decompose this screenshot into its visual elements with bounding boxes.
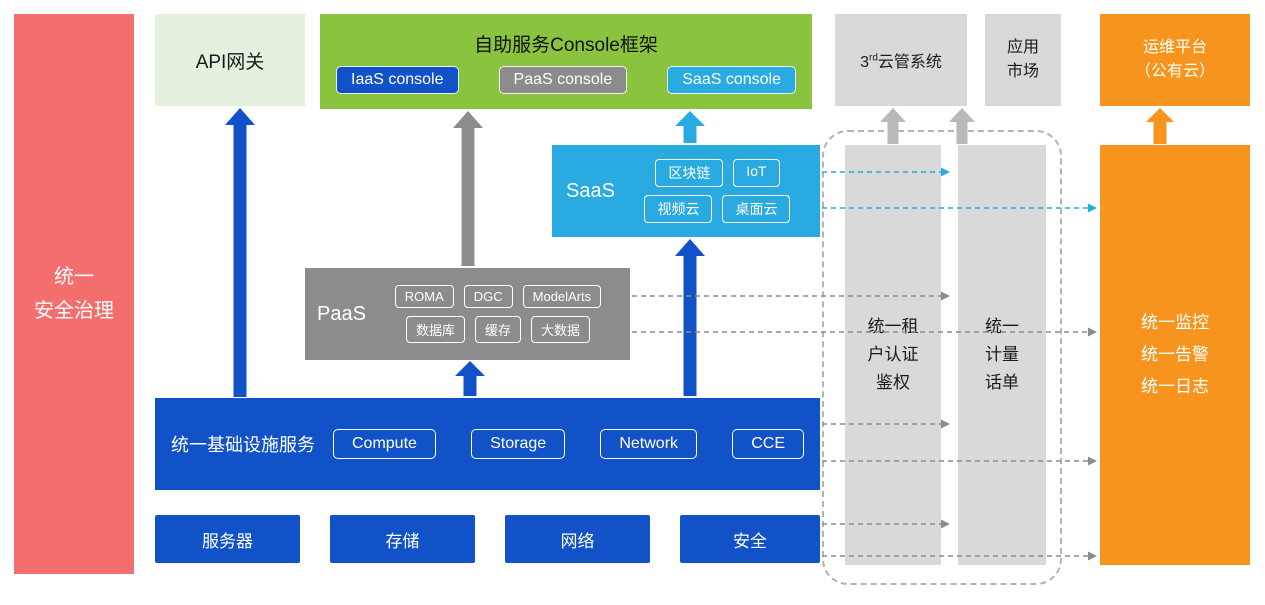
paas-console-button: PaaS console [498, 65, 628, 94]
saas-chip-blockchain: 区块链 [655, 159, 724, 187]
arrow-infra-to-saas [675, 239, 705, 396]
security-governance-bar: 统一 安全治理 [14, 14, 134, 574]
hardware-box-server: 服务器 [155, 515, 300, 563]
app-market-label: 应用 市场 [1006, 39, 1039, 80]
paas-chip-row: ROMA DGC ModelArts [394, 285, 602, 308]
console-framework-box: 自助服务Console框架 IaaS console PaaS console … [320, 14, 812, 109]
infra-chip-cce: CCE [732, 429, 804, 459]
arrow-monitoring-to-ops-platform [1146, 108, 1174, 144]
hardware-label: 服务器 [202, 531, 253, 551]
ops-platform-label: 运维平台 （公有云） [1134, 39, 1215, 80]
tenant-auth-label: 统一租 户认证 鉴权 [867, 316, 919, 393]
paas-chip-modelarts: ModelArts [522, 285, 602, 308]
infrastructure-chip-row: Compute Storage Network CCE [333, 429, 804, 459]
paas-chip-dgc: DGC [463, 285, 513, 308]
saas-chip-desktop-cloud: 桌面云 [722, 195, 791, 223]
cloud-mgmt-text: 云管系统 [877, 54, 942, 71]
saas-chip-iot: IoT [733, 159, 780, 187]
cloud-mgmt-number: 3 [860, 54, 869, 71]
saas-chip-row: 区块链 IoT [655, 159, 780, 187]
paas-chip-database: 数据库 [405, 316, 465, 343]
hardware-label: 安全 [733, 531, 767, 551]
third-party-cloud-mgmt-label: 3rd云管系统 [860, 48, 942, 72]
arrow-infra-to-paas [455, 361, 485, 396]
hardware-label: 网络 [560, 531, 595, 551]
paas-chip-roma: ROMA [394, 285, 454, 308]
saas-layer-box: SaaS 区块链 IoT 视频云 桌面云 [552, 145, 820, 237]
metering-label: 统一 计量 话单 [985, 316, 1019, 393]
arrow-paas-to-console [453, 111, 483, 266]
third-party-cloud-mgmt-box: 3rd云管系统 [835, 14, 967, 106]
api-gateway-box: API网关 [155, 14, 305, 106]
paas-layer-box: PaaS ROMA DGC ModelArts 数据库 缓存 大数据 [305, 268, 630, 360]
saas-layer-label: SaaS [566, 179, 615, 202]
infrastructure-layer-box: 统一基础设施服务 Compute Storage Network CCE [155, 398, 820, 490]
monitoring-label: 统一监控 统一告警 统一日志 [1141, 312, 1209, 397]
paas-chip-bigdata: 大数据 [530, 316, 590, 343]
hardware-box-network: 网络 [505, 515, 650, 563]
paas-layer-label: PaaS [317, 302, 366, 325]
paas-chip-cache: 缓存 [474, 316, 521, 343]
tenant-auth-column: 统一租 户认证 鉴权 [845, 145, 941, 565]
app-market-box: 应用 市场 [985, 14, 1061, 106]
cloud-mgmt-superscript: rd [868, 52, 878, 64]
arrow-saas-to-console [675, 111, 705, 143]
iaas-console-button: IaaS console [336, 65, 459, 94]
paas-chip-grid: ROMA DGC ModelArts 数据库 缓存 大数据 [378, 285, 618, 343]
infra-chip-storage: Storage [471, 429, 566, 459]
console-framework-title: 自助服务Console框架 [474, 34, 658, 56]
security-governance-label: 统一 安全治理 [34, 266, 114, 322]
infra-chip-network: Network [600, 429, 698, 459]
saas-chip-row: 视频云 桌面云 [644, 195, 791, 223]
paas-chip-row: 数据库 缓存 大数据 [405, 316, 590, 343]
saas-chip-grid: 区块链 IoT 视频云 桌面云 [629, 159, 806, 223]
monitoring-bar: 统一监控 统一告警 统一日志 [1100, 145, 1250, 565]
infrastructure-label: 统一基础设施服务 [171, 435, 315, 455]
ops-platform-box: 运维平台 （公有云） [1100, 14, 1250, 106]
console-button-row: IaaS console PaaS console SaaS console [336, 65, 796, 94]
hardware-box-security: 安全 [680, 515, 820, 563]
api-gateway-label: API网关 [195, 51, 265, 73]
metering-column: 统一 计量 话单 [958, 145, 1046, 565]
shared-services-dashed-group [822, 130, 1062, 585]
hardware-label: 存储 [385, 531, 420, 551]
arrow-infra-to-api-gateway [225, 108, 255, 397]
saas-console-button: SaaS console [667, 65, 796, 94]
hardware-box-storage: 存储 [330, 515, 475, 563]
saas-chip-video-cloud: 视频云 [644, 195, 713, 223]
infra-chip-compute: Compute [333, 429, 436, 459]
